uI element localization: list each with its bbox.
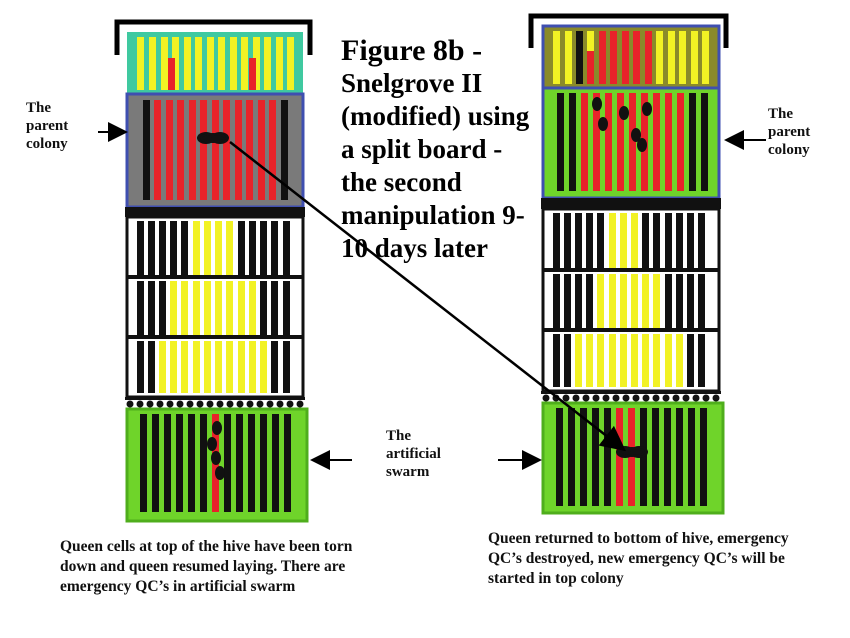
figure-title-line1: Figure 8b - [341,34,483,67]
right-parent-colony-label: The parent colony [768,106,811,158]
right-parent-brood-box [541,86,721,200]
artificial-swarm-label: The artificial swarm [386,428,441,480]
queen-bee-icon [197,132,229,144]
right-hive-roof [528,13,729,48]
right-hive [528,13,729,515]
right-top-super [541,24,721,90]
queen-move-arrow [229,141,626,452]
left-caption: Queen cells at top of the hive have been… [60,538,353,595]
left-parent-brood-box [125,92,305,209]
emergency-queen-cells-left [207,421,225,480]
left-top-super-frames [137,37,294,90]
right-queen-excluder [541,391,721,402]
left-split-board [125,207,305,217]
left-hive [114,19,313,523]
left-supers [125,215,305,399]
figure-title: Figure 8b - Snelgrove II (modified) usin… [341,34,531,265]
right-caption: Queen returned to bottom of hive, emerge… [488,530,789,587]
figure-title-rest: Snelgrove II (modified) using a split bo… [341,68,530,263]
right-supers [541,207,721,393]
left-top-super [127,32,303,94]
left-queen-excluder [125,397,305,408]
left-parent-colony-label: The parent colony [26,100,69,152]
left-hive-roof [114,19,313,55]
emergency-queen-cells-right [592,97,652,152]
right-split-board [541,198,721,209]
right-bottom-box [541,401,725,515]
